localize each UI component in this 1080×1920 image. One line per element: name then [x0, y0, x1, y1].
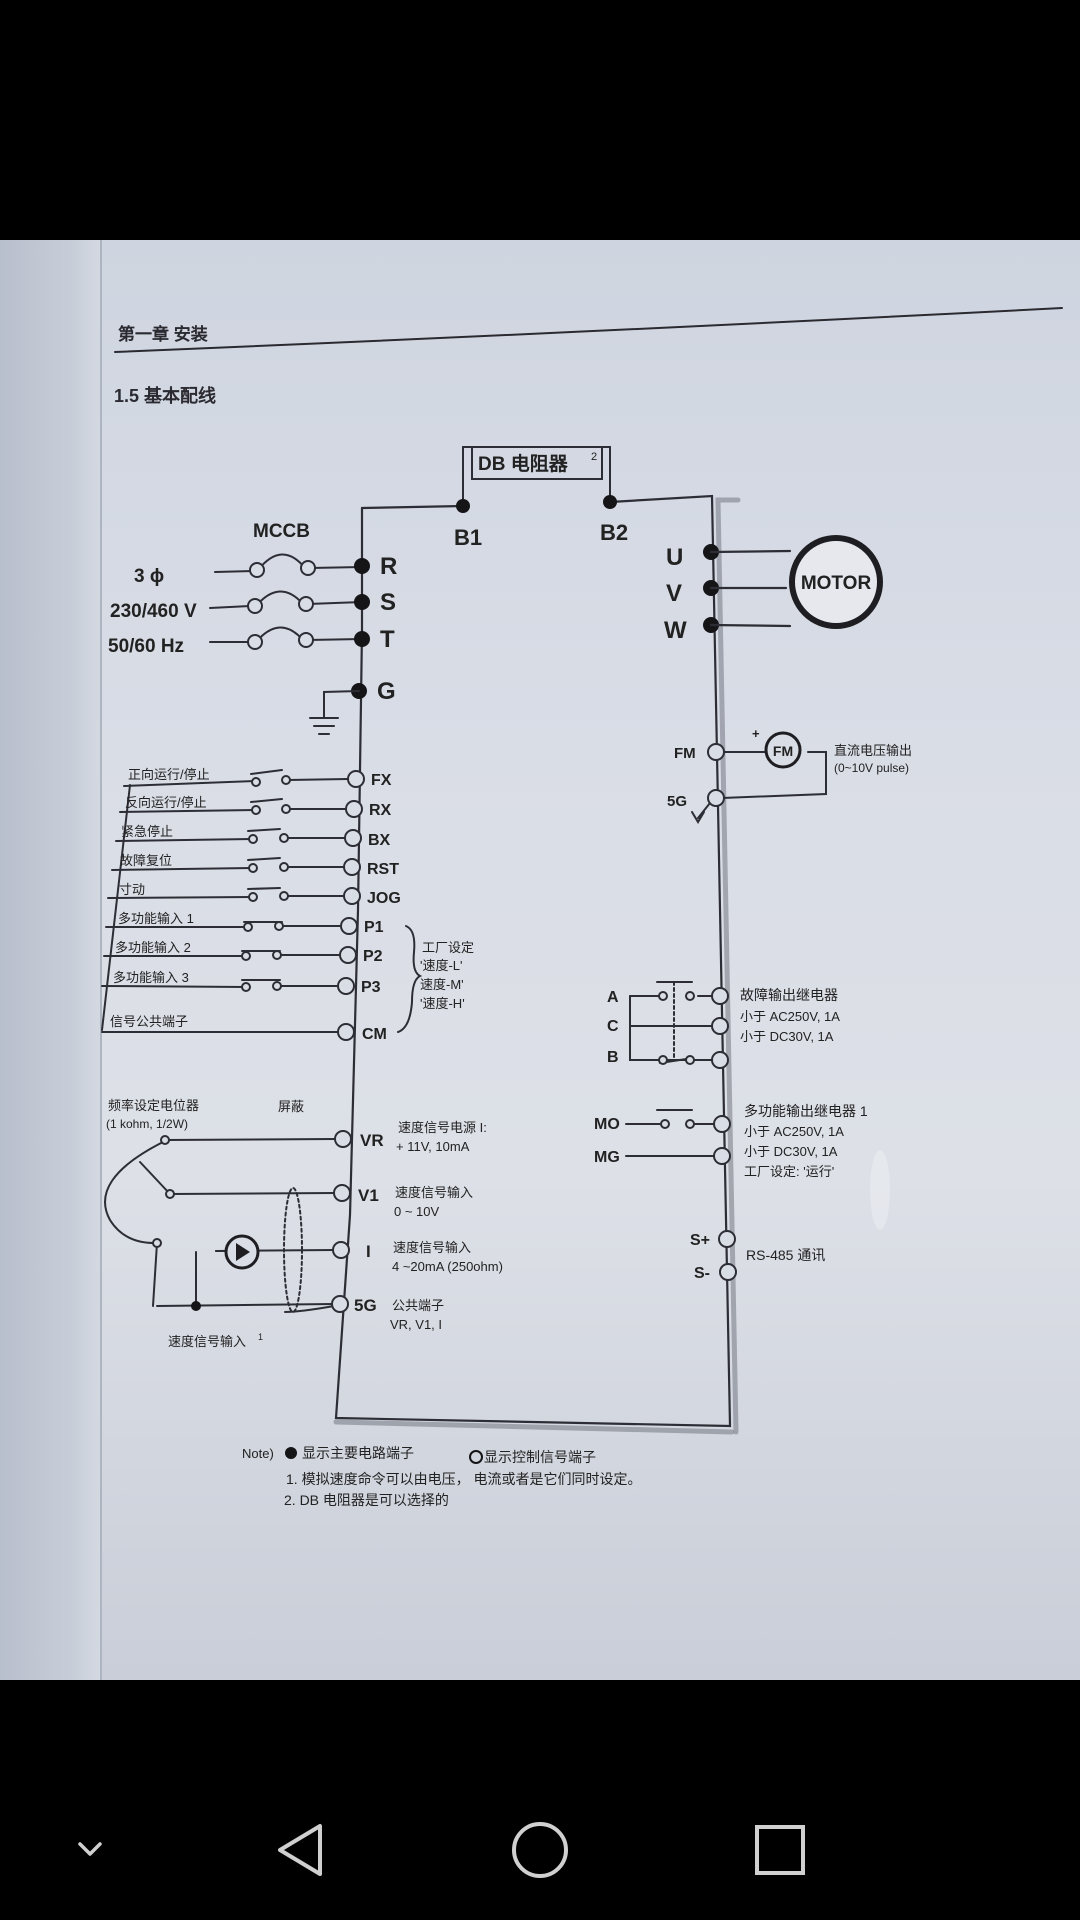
input-label-rx: 反向运行/停止 — [125, 795, 207, 810]
section-title: 1.5 基本配线 — [114, 385, 216, 406]
rs485-label: RS-485 通讯 — [746, 1247, 825, 1263]
page-edge — [0, 240, 100, 1680]
mccb-label: MCCB — [253, 521, 310, 542]
input-label-p3: 多功能输入 3 — [113, 970, 189, 985]
terminal-w: W — [664, 617, 687, 644]
pot-label-1: 频率设定电位器 — [108, 1098, 199, 1113]
relay-desc-2: 小于 AC250V, 1A — [740, 1009, 840, 1024]
wiring-diagram: 第一章 安装 1.5 基本配线 DB 电阻器 2 B1 B2 MCCB 3 ϕ … — [101, 307, 1063, 1508]
photo-viewer: 第一章 安装 1.5 基本配线 DB 电阻器 2 B1 B2 MCCB 3 ϕ … — [0, 240, 1080, 1680]
input-label-p2: 多功能输入 2 — [115, 940, 191, 955]
input-label-p1: 多功能输入 1 — [118, 911, 194, 926]
terminal-vr: VR — [360, 1131, 384, 1150]
terminal-b1: B1 — [454, 525, 482, 550]
relay-terminal-b: B — [607, 1049, 619, 1066]
fm-plus: + — [752, 726, 760, 741]
supply-phase: 3 ϕ — [134, 566, 164, 587]
shield-label: 屏蔽 — [278, 1099, 304, 1114]
terminal-mg: MG — [594, 1149, 620, 1166]
mo-desc-3: 小于 DC30V, 1A — [744, 1144, 838, 1159]
terminal-r: R — [380, 553, 397, 580]
fm-5g-label: 5G — [667, 793, 687, 810]
terminal-t: T — [380, 626, 395, 653]
terminal-mo: MO — [594, 1116, 620, 1133]
speed-input-sup: 1 — [258, 1332, 263, 1342]
relay-desc-1: 故障输出继电器 — [740, 987, 838, 1003]
terminal-fx: FX — [371, 772, 392, 789]
fm-desc-2: (0~10V pulse) — [834, 761, 909, 775]
terminal-v: V — [666, 580, 682, 607]
factory-setting-4: '速度-H' — [420, 996, 465, 1011]
terminal-cm: CM — [362, 1026, 387, 1043]
input-label-fx: 正向运行/停止 — [128, 767, 210, 782]
terminal-s-plus: S+ — [690, 1232, 710, 1249]
mo-desc-4: 工厂设定: '运行' — [744, 1164, 834, 1179]
relay-terminal-c: C — [607, 1018, 619, 1035]
motor-label: MOTOR — [801, 573, 872, 594]
chapter-header: 第一章 安装 — [118, 324, 208, 344]
relay-terminal-a: A — [607, 989, 619, 1006]
terminal-i: I — [366, 1242, 371, 1261]
terminal-rst: RST — [367, 861, 399, 878]
db-resistor-label: DB 电阻器 — [478, 452, 569, 475]
v1-desc-2: 0 ~ 10V — [394, 1204, 440, 1219]
supply-voltage: 230/460 V — [110, 601, 197, 622]
terminal-s-minus: S- — [694, 1265, 710, 1282]
home-icon[interactable] — [500, 1810, 580, 1890]
fm-terminal-label: FM — [674, 745, 696, 762]
vr-desc-2: + 11V, 10mA — [396, 1139, 470, 1154]
supply-frequency: 50/60 Hz — [108, 636, 184, 657]
g5-desc-2: VR, V1, I — [390, 1317, 442, 1332]
pot-label-2: (1 kohm, 1/2W) — [106, 1117, 188, 1131]
terminal-g: G — [377, 678, 396, 705]
terminal-jog: JOG — [367, 890, 401, 907]
terminal-u: U — [666, 544, 683, 571]
terminal-v1: V1 — [358, 1186, 379, 1205]
input-label-bx: 紧急停止 — [121, 824, 173, 839]
note-1: 1. 模拟速度命令可以由电压， 电流或者是它们同时设定。 — [286, 1471, 641, 1487]
fm-desc-1: 直流电压输出 — [834, 743, 912, 758]
mo-desc-1: 多功能输出继电器 1 — [744, 1103, 868, 1119]
recents-icon[interactable] — [740, 1810, 820, 1890]
back-icon[interactable] — [260, 1810, 340, 1890]
terminal-p3: P3 — [361, 979, 381, 996]
terminal-b2: B2 — [600, 520, 628, 545]
speed-input-label: 速度信号输入 — [168, 1334, 246, 1349]
fm-meter-label: FM — [773, 743, 793, 759]
v1-desc-1: 速度信号输入 — [395, 1185, 473, 1200]
relay-desc-3: 小于 DC30V, 1A — [740, 1029, 834, 1044]
factory-setting-3: 速度-M' — [420, 977, 464, 992]
note-control-terminal: 显示控制信号端子 — [484, 1449, 596, 1465]
terminal-5g: 5G — [354, 1296, 377, 1315]
terminal-p2: P2 — [363, 948, 383, 965]
i-desc-2: 4 ~20mA (250ohm) — [392, 1259, 503, 1274]
note-main-terminal: 显示主要电路端子 — [302, 1445, 414, 1461]
chevron-down-icon[interactable] — [50, 1810, 130, 1890]
android-navigation-bar — [0, 1775, 1080, 1920]
terminal-s: S — [380, 589, 396, 616]
input-label-rst: 故障复位 — [120, 853, 172, 868]
terminal-bx: BX — [368, 832, 391, 849]
factory-setting-2: '速度-L' — [420, 958, 463, 973]
db-superscript: 2 — [591, 451, 597, 463]
vr-desc-1: 速度信号电源 I: — [398, 1120, 487, 1135]
note-head: Note) — [242, 1446, 274, 1461]
note-2: 2. DB 电阻器是可以选择的 — [284, 1492, 449, 1508]
factory-setting-1: 工厂设定 — [422, 940, 474, 955]
g5-desc-1: 公共端子 — [392, 1298, 444, 1313]
mo-desc-2: 小于 AC250V, 1A — [744, 1124, 844, 1139]
i-desc-1: 速度信号输入 — [393, 1240, 471, 1255]
terminal-rx: RX — [369, 802, 392, 819]
input-label-cm: 信号公共端子 — [110, 1014, 188, 1029]
page-edge-line — [100, 240, 102, 1680]
terminal-p1: P1 — [364, 919, 384, 936]
input-label-jog: 寸动 — [119, 882, 145, 897]
